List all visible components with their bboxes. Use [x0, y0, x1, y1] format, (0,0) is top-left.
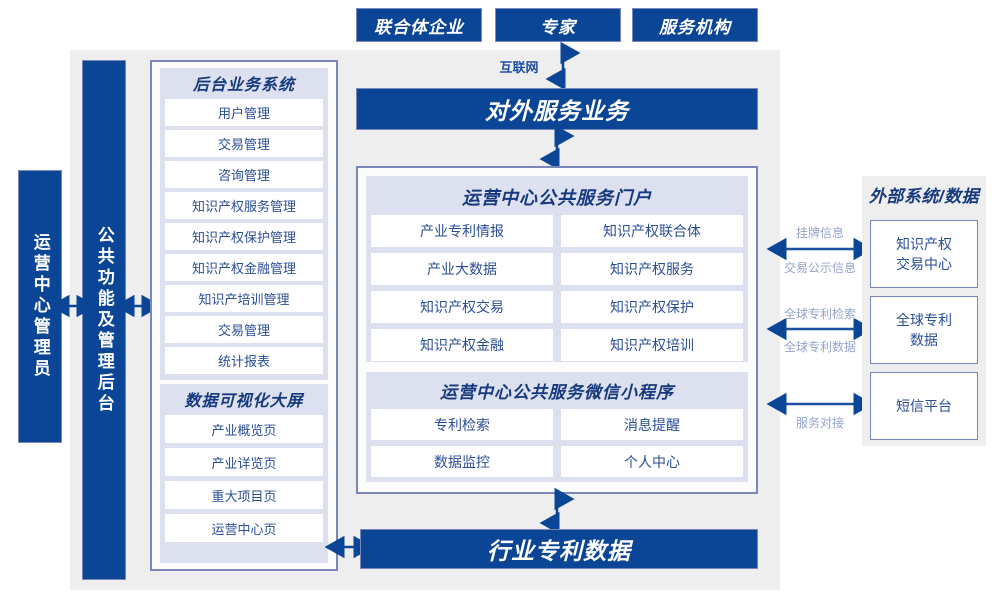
viz-panel-title: 数据可视化大屏 [184, 393, 304, 410]
viz-item-list: 产业概览页 产业详览页 重大项目页 运营中心页 [165, 415, 323, 542]
miniprogram-item[interactable]: 专利检索 [371, 409, 553, 440]
external-connector-label-top-0: 挂牌信息 [795, 226, 844, 240]
backend-item[interactable]: 知识产权服务管理 [165, 192, 323, 219]
external-connector-label-bottom-0: 交易公示信息 [783, 261, 856, 275]
portal-item[interactable]: 知识产权金融 [371, 329, 553, 361]
portal-item[interactable]: 知识产权服务 [561, 253, 743, 285]
backend-item[interactable]: 知识产培训管理 [165, 285, 323, 312]
backend-item[interactable]: 知识产权金融管理 [165, 254, 323, 281]
internet-label: 互联网 [499, 60, 539, 75]
portal-item[interactable]: 产业专利情报 [371, 215, 553, 247]
top-actor-label: 服务机构 [659, 17, 731, 37]
top-actor-label: 专家 [540, 17, 576, 37]
external-connector-label-top-1: 全球专利检索 [783, 307, 856, 321]
viz-item[interactable]: 产业概览页 [165, 415, 323, 443]
viz-item[interactable]: 重大项目页 [165, 481, 323, 509]
external-connector-label-bottom-1: 全球专利数据 [783, 340, 856, 354]
admin-to-backend-arrow [49, 294, 97, 318]
backend-column-to-panel-arrow [114, 294, 162, 318]
backend-item[interactable]: 咨询管理 [165, 161, 323, 188]
public-service-portal-panel: 运营中心公共服务门户 产业专利情报 知识产权联合体 产业大数据 知识产权服务 知… [366, 176, 748, 362]
portal-to-industry-data-arrow [539, 487, 575, 535]
external-connector-arrow-1 [766, 317, 874, 341]
external-service-bar: 对外服务业务 [356, 88, 758, 130]
portal-item[interactable]: 知识产权联合体 [561, 215, 743, 247]
miniprogram-item-grid: 专利检索 消息提醒 数据监控 个人中心 [371, 409, 743, 477]
column-label: 公共功能及管理后台 [94, 225, 114, 415]
backend-item[interactable]: 交易管理 [165, 316, 323, 343]
top-actor-box-2: 服务机构 [632, 8, 758, 42]
external-system-box[interactable]: 短信平台 [870, 372, 978, 440]
top-actor-box-1: 专家 [495, 8, 621, 42]
internet-arrow [545, 41, 581, 91]
miniprogram-item[interactable]: 数据监控 [371, 446, 553, 477]
backend-business-system-panel: 后台业务系统 用户管理 交易管理 咨询管理 知识产权服务管理 知识产权保护管理 … [160, 68, 328, 380]
industry-patent-data-label: 行业专利数据 [487, 538, 631, 564]
portal-item[interactable]: 知识产权培训 [561, 329, 743, 361]
backend-item-list: 用户管理 交易管理 咨询管理 知识产权服务管理 知识产权保护管理 知识产权金融管… [165, 99, 323, 374]
wechat-miniprogram-panel: 运营中心公共服务微信小程序 专利检索 消息提醒 数据监控 个人中心 [366, 372, 748, 482]
external-system-box[interactable]: 知识产权 交易中心 [870, 220, 978, 288]
viz-item[interactable]: 产业详览页 [165, 448, 323, 476]
portal-item[interactable]: 知识产权保护 [561, 291, 743, 323]
external-systems-title: 外部系统/数据 [868, 187, 980, 206]
external-service-label: 对外服务业务 [485, 98, 629, 124]
portal-item[interactable]: 产业大数据 [371, 253, 553, 285]
external-connector-arrow-2 [766, 392, 874, 416]
backend-item[interactable]: 知识产权保护管理 [165, 223, 323, 250]
backend-item[interactable]: 统计报表 [165, 347, 323, 374]
portal-item-grid: 产业专利情报 知识产权联合体 产业大数据 知识产权服务 知识产权交易 知识产权保… [371, 215, 743, 361]
industry-patent-data-bar: 行业专利数据 [360, 529, 758, 569]
viz-item[interactable]: 运营中心页 [165, 514, 323, 542]
backend-panel-title: 后台业务系统 [192, 77, 295, 94]
external-system-box[interactable]: 全球专利 数据 [870, 296, 978, 364]
top-actor-box-0: 联合体企业 [356, 8, 482, 42]
external-connector-arrow-0 [766, 237, 874, 261]
column-label: 运营中心管理员 [30, 233, 50, 380]
operations-center-admin-column: 运营中心管理员 [18, 170, 62, 443]
miniprogram-panel-title: 运营中心公共服务微信小程序 [440, 383, 674, 402]
backend-item[interactable]: 用户管理 [165, 99, 323, 126]
portal-panel-title: 运营中心公共服务门户 [462, 188, 652, 208]
backend-item[interactable]: 交易管理 [165, 130, 323, 157]
portal-item[interactable]: 知识产权交易 [371, 291, 553, 323]
miniprogram-item[interactable]: 个人中心 [561, 446, 743, 477]
external-connector-label-bottom-2: 服务对接 [795, 416, 844, 430]
public-function-admin-column: 公共功能及管理后台 [82, 60, 126, 580]
top-actor-label: 联合体企业 [374, 17, 464, 37]
service-to-portal-arrow [539, 124, 575, 171]
miniprogram-item[interactable]: 消息提醒 [561, 409, 743, 440]
data-visualization-panel: 数据可视化大屏 产业概览页 产业详览页 重大项目页 运营中心页 [160, 384, 328, 563]
backend-to-industry-data-arrow [324, 535, 374, 559]
